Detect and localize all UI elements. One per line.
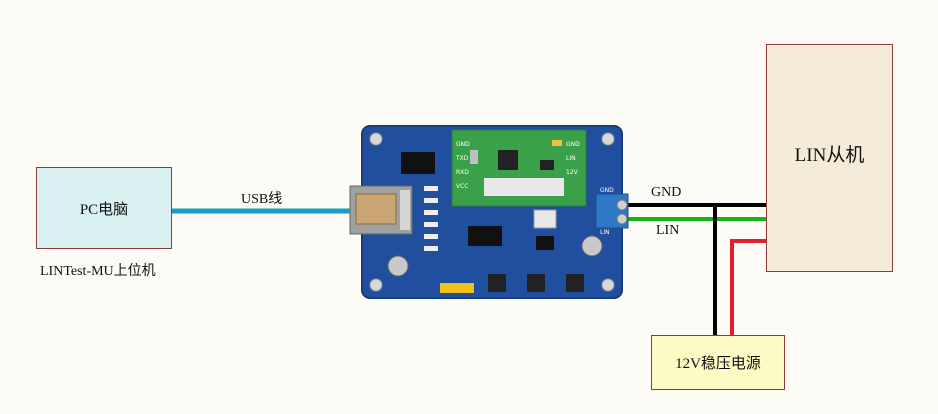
pc-box: PC电脑 (36, 167, 172, 249)
lin-slave-box: LIN从机 (766, 44, 893, 272)
terminal-label: LIN (600, 229, 610, 236)
power-supply-label: 12V稳压电源 (675, 356, 761, 372)
pc-box-label: PC电脑 (79, 201, 129, 218)
module-pin-label: VCC (456, 183, 468, 190)
ic-chip-1 (401, 152, 435, 174)
header-pins (440, 283, 474, 293)
module-pin-label: GND (456, 141, 470, 148)
usb-cable-label: USB线 (241, 192, 283, 207)
lin-adapter-board (349, 125, 629, 299)
capacitor-1 (387, 255, 409, 277)
ic-chip-2 (468, 226, 502, 246)
terminal-label: GND (600, 187, 614, 194)
module-pin-label-right: 12V (566, 169, 579, 176)
button-2 (527, 274, 545, 292)
power-wire (730, 239, 767, 336)
button-3 (566, 274, 584, 292)
pc-software-caption: LINTest-MU上位机 (40, 264, 156, 279)
module-pin-label-right: LIN (566, 155, 576, 162)
power-supply-box: 12V稳压电源 (651, 335, 785, 390)
module-pin-label: RXD (456, 169, 469, 176)
module-pin-label: TXD (455, 155, 469, 162)
lin-wire-label: LIN (656, 223, 680, 238)
button-1 (488, 274, 506, 292)
capacitor-2 (581, 235, 603, 257)
gnd-wire-label: GND (651, 185, 682, 200)
lin-slave-label: LIN从机 (794, 144, 865, 166)
module-pin-label-right: GND (566, 141, 580, 148)
